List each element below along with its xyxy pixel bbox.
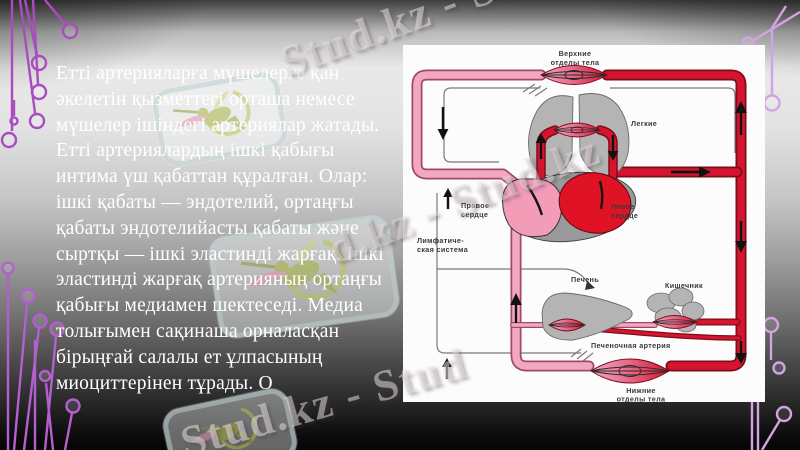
label-hepatic-artery: Печеночная артерия [591,341,671,350]
label-lower-body: Нижние [626,386,656,395]
body-line: Етті артериялардың ішкі қабығы [56,140,335,162]
capillary-lens-upper-body [540,64,608,86]
label-upper-body: Верхние [559,49,592,58]
capillary-lens-lungs [553,122,601,138]
body-line: бірыңғай салалы ет ұлпасының [56,346,323,368]
heart-shape [502,171,637,243]
lymph-arrowhead [585,281,595,290]
venous-vessels [411,69,658,372]
label-lower-body: отделы тела [617,395,666,403]
label-left-heart: сердце [611,211,638,220]
diagram-labels: Верхние отделы тела Легкие Правое сердце… [417,49,703,402]
label-liver: Печень [571,275,599,284]
circulation-diagram: Верхние отделы тела Легкие Правое сердце… [403,45,765,402]
body-line: ішкі қабаты — эндотелий, ортаңғы [56,191,354,213]
label-lungs: Легкие [631,119,657,128]
body-line: миоциттерінен тұрады. О [56,372,273,394]
body-line: мүшелер ішіндегі артериялар жатады. [56,114,380,136]
capillary-lens-lower-body [590,358,670,384]
slide-body-text: Етті артерияларға мүшелерге қан әкелетін… [56,61,404,396]
hummingbird-logo-icon [206,213,402,341]
label-right-heart: сердце [461,210,488,219]
body-line: сыртқы — ішкі эластинді жарғақ. Ішкі [56,243,384,265]
capillary-lens-liver [548,318,586,332]
label-upper-body: отделы тела [551,58,600,67]
label-right-heart: Правое [461,201,489,210]
body-line: Етті артерияларға мүшелерге қан [56,63,340,84]
capillary-lens-intestine [652,314,698,330]
body-line: эластинді жарғақ артерияның ортаңғы [56,269,383,291]
flow-arrows [437,101,747,379]
body-line: толығымен сақинаша орналасқан [56,320,340,342]
label-lymphatic: Лимфатиче- [417,236,464,245]
hummingbird-logo-icon [159,385,301,450]
label-intestine: Кишечник [665,281,703,290]
body-line: әкелетін қызметтегі орташа немесе [56,88,355,110]
circuit-traces-left-top [0,0,79,149]
hummingbird-logo-icon [150,69,290,169]
body-line: қабаты эндотелийасты қабаты және [56,217,359,239]
label-lymphatic: ская система [417,245,469,254]
body-line: қабығы медиамен шектеседі. Медиа [56,295,364,317]
body-line: интима үш қабаттан құралған. Олар: [56,166,368,188]
label-left-heart: Левое [611,202,635,211]
circuit-traces-left-bottom [1,261,81,450]
